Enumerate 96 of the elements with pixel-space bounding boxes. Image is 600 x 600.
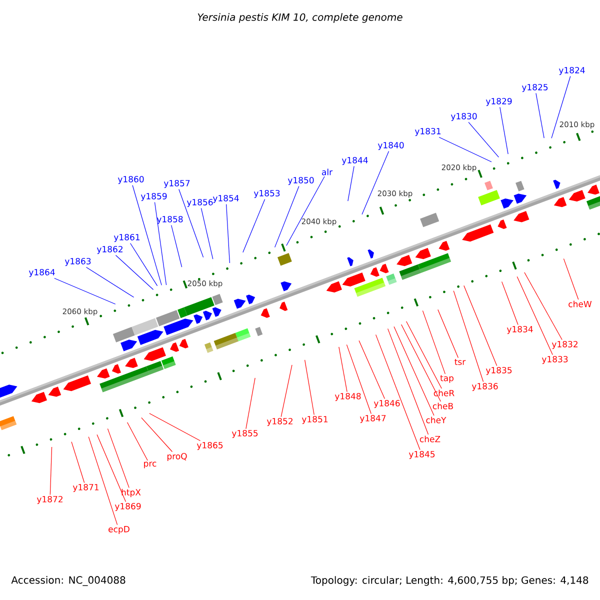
leader-line	[438, 309, 459, 358]
leader-line	[401, 324, 441, 402]
gene-label: y1840	[378, 142, 404, 150]
leader-line	[280, 364, 292, 418]
gene-label: y1861	[114, 234, 140, 242]
leader-line	[422, 310, 446, 374]
leader-line	[563, 258, 579, 300]
gene-label: y1847	[360, 414, 386, 424]
leader-line	[88, 436, 118, 526]
gene-label: y1825	[522, 84, 548, 92]
leader-line	[226, 204, 230, 264]
gene-label: y1855	[232, 430, 258, 438]
leader-line	[394, 326, 434, 416]
gene-label: cheB	[432, 402, 453, 410]
leader-line	[376, 334, 420, 450]
gene-label: y1848	[334, 392, 361, 402]
gene-label: y1836	[472, 382, 498, 392]
leader-line	[96, 434, 126, 502]
leader-line	[551, 76, 571, 138]
gene-label: y1856	[186, 198, 213, 208]
gene-label: y1851	[302, 416, 328, 424]
leader-line	[171, 224, 182, 268]
gene-label: alr	[322, 168, 333, 176]
leader-line	[71, 442, 85, 484]
leader-line	[130, 242, 158, 286]
leader-line	[242, 198, 266, 253]
leader-line	[346, 344, 372, 414]
leader-line	[502, 281, 518, 326]
gene-label: y1850	[288, 176, 314, 186]
gene-label: y1846	[374, 400, 400, 408]
gene-label: y1865	[196, 442, 223, 450]
gene-label: y1854	[212, 194, 239, 204]
leader-line	[453, 290, 484, 382]
gene-label: tsr	[454, 358, 466, 366]
gene-label: y1852	[266, 418, 292, 426]
gene-label: cheY	[426, 416, 446, 424]
leader-line	[274, 186, 300, 248]
leader-line	[388, 328, 429, 435]
gene-label: y1862	[96, 246, 122, 254]
leader-line	[86, 266, 134, 298]
leader-line	[286, 176, 325, 246]
gene-label: y1834	[506, 326, 533, 334]
leader-line	[178, 188, 204, 258]
leader-line	[141, 417, 173, 452]
gene-label: cheW	[568, 300, 592, 308]
gene-label: y1858	[156, 216, 183, 224]
gene-label: y1835	[486, 366, 512, 376]
leader-line	[115, 254, 154, 290]
leader-line	[524, 272, 562, 340]
gene-label: y1853	[254, 190, 280, 198]
gene-label: y1872	[36, 496, 62, 504]
leader-line	[149, 413, 201, 442]
gene-label: proQ	[167, 452, 187, 462]
leader-line	[200, 208, 214, 260]
gene-label: y1860	[118, 176, 144, 184]
leader-line	[127, 422, 148, 461]
gene-label: cheZ	[420, 436, 440, 442]
leader-line	[438, 136, 492, 162]
gene-label: y1833	[542, 356, 568, 364]
leader-line	[50, 446, 52, 496]
footer-text: Accession: NC_004088	[11, 576, 126, 586]
gene-label: y1831	[414, 128, 441, 136]
leader-line	[468, 122, 499, 158]
leader-line	[304, 360, 314, 416]
leader-line	[500, 106, 508, 154]
gene-label: y1857	[164, 180, 190, 188]
leader-line	[132, 184, 162, 286]
leader-line	[464, 285, 498, 366]
gene-label: y1859	[140, 192, 167, 202]
leader-line	[348, 166, 354, 202]
gene-label: y1830	[450, 112, 477, 122]
leader-line	[536, 92, 544, 138]
gene-label: y1824	[558, 66, 585, 76]
leader-line	[406, 321, 442, 389]
gene-label: y1844	[342, 156, 368, 166]
gene-label: y1864	[28, 268, 55, 278]
leader-line	[107, 428, 130, 488]
footer-text: Topology: circular; Length: 4,600,755 bp; Genes: 4,148	[310, 576, 588, 586]
gene-label: y1832	[552, 340, 578, 350]
gene-label: ecpD	[108, 526, 130, 534]
leader-line	[516, 276, 553, 356]
gene-label: y1871	[72, 484, 99, 492]
title: Yersinia pestis KIM 10, complete genome	[198, 13, 402, 23]
gene-label: y1829	[486, 98, 512, 106]
gene-label: y1869	[114, 502, 141, 512]
gene-label: htpX	[122, 488, 141, 498]
leader-line	[154, 202, 167, 286]
leader-line	[246, 378, 256, 430]
gene-label: tap	[440, 375, 454, 383]
gene-label: prc	[144, 462, 156, 468]
leader-line	[54, 278, 116, 304]
leader-line	[358, 340, 385, 400]
gene-label: y1845	[408, 450, 435, 460]
gene-label: y1863	[64, 258, 91, 266]
leader-line	[338, 346, 348, 392]
leader-line	[362, 150, 390, 215]
